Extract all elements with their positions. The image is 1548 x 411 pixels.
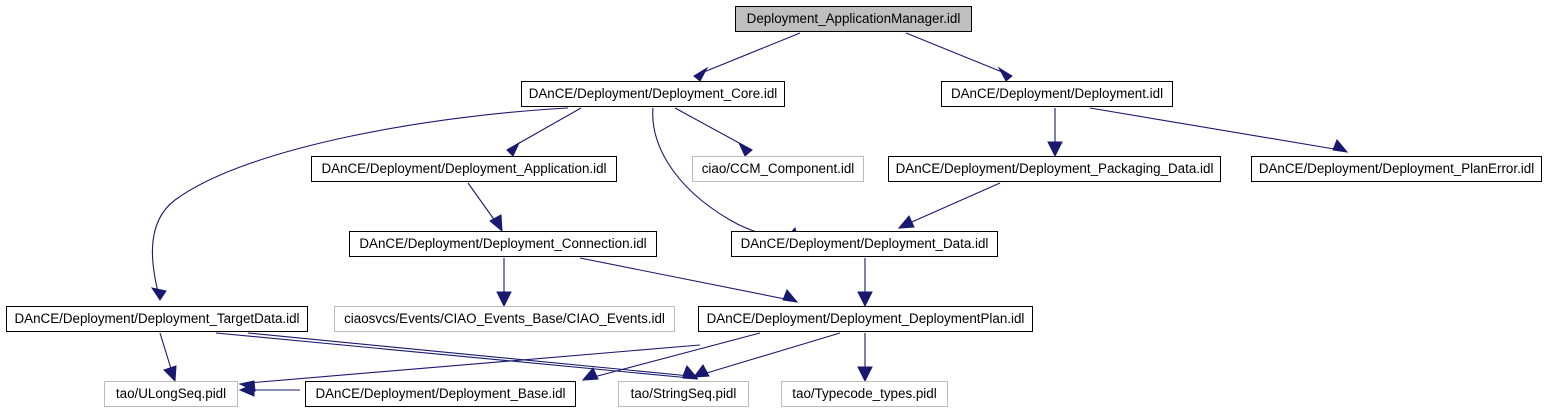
graph-edge-arrowhead [682,365,699,379]
graph-node-deployment_plan[interactable]: DAnCE/Deployment/Deployment_DeploymentPl… [698,306,1033,332]
graph-edge-arrowhead [489,214,503,233]
graph-edge-arrowhead [737,141,753,157]
graph-node-label: DAnCE/Deployment/Deployment_PlanError.id… [1258,161,1535,176]
graph-edge [215,332,691,379]
graph-node-label: DAnCE/Deployment/Deployment_Connection.i… [359,236,647,251]
graph-edge-arrowhead [897,215,915,229]
graph-edge-arrowhead [506,141,521,157]
graph-node-label: ciaosvcs/Events/CIAO_Events_Base/CIAO_Ev… [344,311,665,326]
graph-edge-arrowhead [163,365,177,383]
graph-node-app_manager[interactable]: Deployment_ApplicationManager.idl [735,6,972,32]
graph-edge [1089,107,1341,151]
graph-node-ulongseq[interactable]: tao/ULongSeq.pidl [104,381,238,407]
graph-edge-arrowhead [150,287,167,301]
graph-edge [674,107,753,151]
graph-node-label: ciao/CCM_Component.idl [701,161,855,176]
graph-edge-arrowhead [782,289,799,303]
graph-edge [467,182,499,226]
graph-node-label: DAnCE/Deployment/Deployment_Core.idl [528,86,778,101]
graph-edge [159,332,173,373]
graph-node-label: Deployment_ApplicationManager.idl [746,11,961,26]
graph-edge [247,344,701,384]
graph-node-packaging_data[interactable]: DAnCE/Deployment/Deployment_Packaging_Da… [888,156,1221,182]
graph-edge [579,257,791,301]
graph-edge-arrowhead [682,367,699,380]
graph-node-stringseq[interactable]: tao/StringSeq.pidl [618,381,749,407]
graph-edge-arrowhead [238,383,255,397]
graph-edge-arrowhead [857,291,873,308]
graph-node-label: DAnCE/Deployment/Deployment_Data.idl [740,236,989,251]
graph-node-deployment_application[interactable]: DAnCE/Deployment/Deployment_Application.… [311,156,617,182]
graph-edge [247,332,691,377]
graph-node-label: DAnCE/Deployment/Deployment.idl [950,86,1164,101]
graph-node-deployment[interactable]: DAnCE/Deployment/Deployment.idl [941,81,1173,107]
graph-edge [905,32,1013,77]
graph-edge-arrowhead [496,291,512,308]
graph-edge-arrowhead [581,367,599,381]
graph-edge-arrowhead [693,66,709,82]
graph-node-plan_error[interactable]: DAnCE/Deployment/Deployment_PlanError.id… [1251,156,1542,182]
graph-node-ccm_component[interactable]: ciao/CCM_Component.idl [692,156,864,182]
graph-node-label: tao/Typecode_types.pidl [792,386,937,401]
graph-edge [589,332,761,379]
graph-edge [693,32,801,77]
graph-node-ciao_events[interactable]: ciaosvcs/Events/CIAO_Events_Base/CIAO_Ev… [334,306,675,332]
graph-edge [506,107,582,151]
graph-edge-arrowhead [692,364,710,378]
graph-edge [151,107,569,301]
graph-node-deployment_base[interactable]: DAnCE/Deployment/Deployment_Base.idl [305,381,576,407]
graph-edge [699,332,841,376]
graph-node-target_data[interactable]: DAnCE/Deployment/Deployment_TargetData.i… [6,306,308,332]
graph-node-deployment_data[interactable]: DAnCE/Deployment/Deployment_Data.idl [731,231,998,257]
graph-edge-arrowhead [997,66,1013,82]
graph-node-label: DAnCE/Deployment/Deployment_Application.… [321,161,607,176]
graph-edge-arrowhead [1047,141,1063,158]
graph-node-deployment_connection[interactable]: DAnCE/Deployment/Deployment_Connection.i… [349,231,657,257]
graph-node-typecode_types[interactable]: tao/Typecode_types.pidl [781,381,948,407]
graph-edge [904,182,1001,226]
graph-node-label: tao/StringSeq.pidl [630,386,737,401]
graph-edge-arrowhead [1332,139,1349,153]
graph-edge-arrowhead [857,366,873,383]
graph-node-label: DAnCE/Deployment/Deployment_Base.idl [315,386,566,401]
graph-node-deployment_core[interactable]: DAnCE/Deployment/Deployment_Core.idl [521,81,785,107]
graph-edge-arrowhead [238,380,256,392]
graph-node-label: DAnCE/Deployment/Deployment_Packaging_Da… [895,161,1214,176]
graph-node-label: tao/ULongSeq.pidl [115,386,227,401]
graph-node-label: DAnCE/Deployment/Deployment_DeploymentPl… [706,311,1025,326]
graph-node-label: DAnCE/Deployment/Deployment_TargetData.i… [14,311,300,326]
